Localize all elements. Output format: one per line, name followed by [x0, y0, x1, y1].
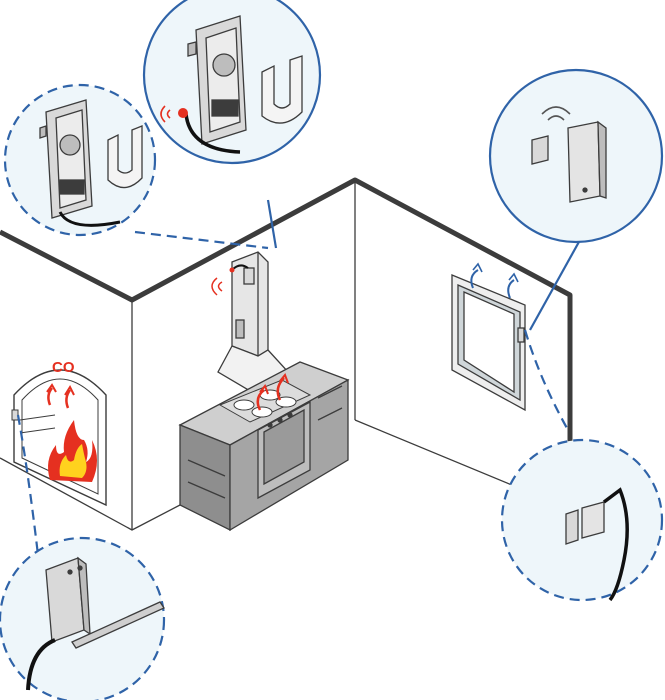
fireplace-inner [21, 378, 99, 495]
plug-device-main [184, 15, 247, 154]
door-window-contact [531, 120, 607, 203]
flame-icon [48, 420, 97, 482]
wireless-signal-icon [211, 277, 223, 296]
callout-connectors [16, 199, 581, 556]
sensor-red-dot [178, 108, 188, 118]
plug-device [39, 99, 121, 227]
window [451, 274, 526, 412]
wall-bracket [107, 125, 143, 189]
fireplace: CO [11, 359, 107, 507]
callout-hood-sensor [142, 0, 322, 165]
co-label: CO [52, 359, 75, 376]
wireless-signal-icon [160, 105, 171, 123]
fireplace-sensor [11, 409, 19, 421]
floor-line-left [0, 457, 181, 531]
callout-window-wired [500, 438, 664, 602]
heat-arrows [46, 383, 75, 409]
cooktop-heat-arrows [256, 373, 289, 411]
callout-hood-device-detail [3, 83, 157, 237]
window-sensor [517, 327, 525, 343]
window-air-arrows [470, 262, 519, 299]
magnetic-contact [565, 487, 629, 602]
hood-sensor [243, 267, 255, 285]
wall-bracket [261, 55, 303, 124]
cooktop [218, 379, 312, 423]
room-walls [0, 177, 573, 531]
gas-detector-device [26, 556, 165, 691]
callout-window-sensor [488, 68, 664, 244]
callout-fireplace-sensor [0, 536, 166, 700]
wireless-signal-icon [541, 106, 571, 121]
fireplace-arch [13, 369, 107, 507]
